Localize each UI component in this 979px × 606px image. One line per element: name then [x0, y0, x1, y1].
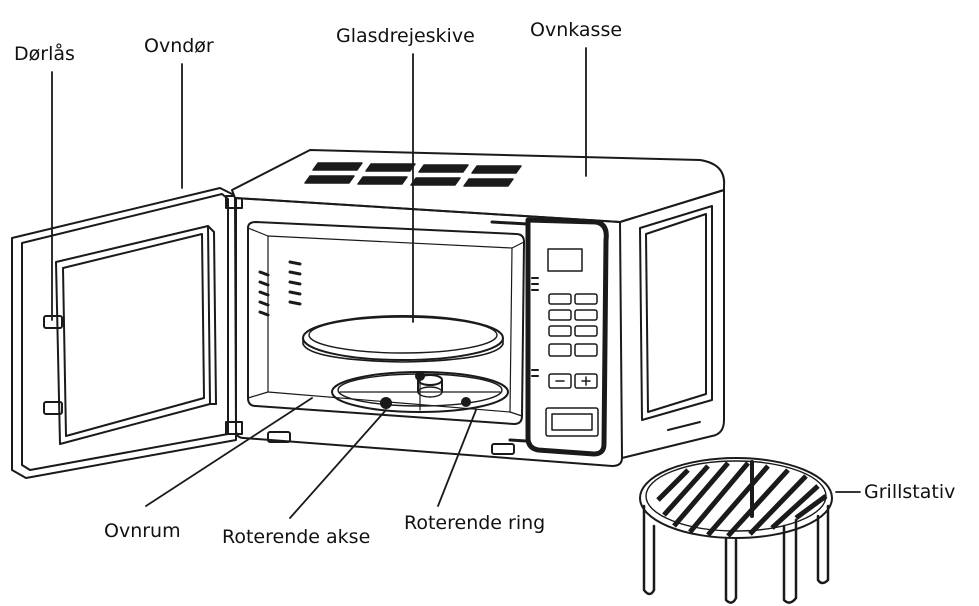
- label-glass-turntable: Glasdrejeskive: [336, 25, 475, 47]
- label-rotating-ring: Roterende ring: [404, 512, 546, 534]
- label-oven-cavity: Ovnrum: [104, 520, 181, 542]
- grill-rack-drawing: [639, 457, 833, 604]
- rotating-ring-drawing: [331, 371, 509, 413]
- oven-case-drawing: [231, 149, 726, 467]
- label-grill-rack: Grillstativ: [864, 481, 956, 503]
- label-door-lock: Dørlås: [14, 43, 75, 65]
- label-oven-case: Ovnkasse: [530, 19, 623, 41]
- leader-oven-cavity: [145, 397, 313, 507]
- oven-cavity-drawing: [247, 220, 539, 443]
- glass-turntable-drawing: [302, 315, 504, 363]
- leader-rotating-shaft: [289, 409, 387, 519]
- label-rotating-shaft: Roterende akse: [222, 526, 371, 548]
- leader-lines: [51, 47, 861, 519]
- leader-rotating-ring: [437, 409, 477, 507]
- label-oven-door: Ovndør: [144, 35, 214, 57]
- rotating-shaft-drawing: [417, 374, 443, 398]
- oven-door-drawing: [11, 187, 243, 479]
- door-lock-hook-upper: [43, 315, 63, 329]
- door-lock-hook-lower: [43, 401, 63, 415]
